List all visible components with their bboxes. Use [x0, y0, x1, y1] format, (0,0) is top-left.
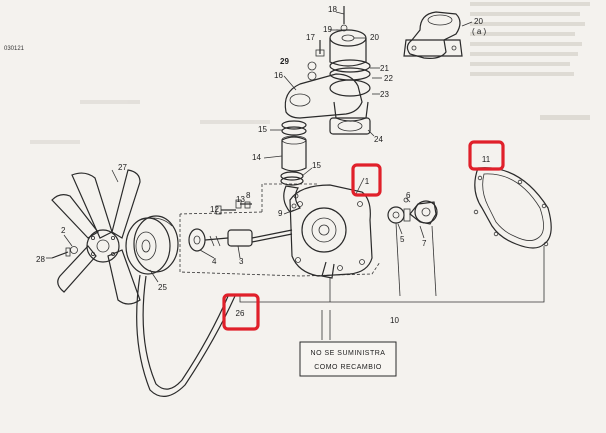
part-label-28: 28: [36, 255, 45, 264]
leader-lines: [46, 11, 473, 340]
part-label-9: 9: [278, 209, 283, 218]
thermostat-housing: [284, 6, 371, 135]
part-label-21: 21: [380, 64, 389, 73]
note-line-2: COMO RECAMBIO: [314, 364, 382, 371]
drawing-code: 030121: [4, 46, 25, 52]
part-label-6: 6: [406, 191, 411, 200]
outlet-elbow-variant: [403, 11, 463, 59]
part-label-13: 13: [236, 195, 245, 204]
part-labels: 1 2 3 4 5 6 7 8 9 10 11 12 13 14 15 15 1…: [36, 5, 491, 325]
part-label-1: 1: [365, 177, 370, 186]
part-label-26: 26: [236, 309, 245, 318]
highlight-box-part-26: [222, 293, 260, 331]
part-label-27: 27: [118, 163, 127, 172]
highlight-boxes: [222, 140, 505, 331]
water-pump-body: [289, 184, 373, 279]
fan-bolt-and-washer: [51, 246, 78, 259]
note-box: NO SE SUMINISTRA COMO RECAMBIO: [299, 341, 397, 377]
part-label-19: 19: [323, 25, 332, 34]
part-label-5: 5: [400, 235, 405, 244]
fan-pulley: [125, 215, 179, 275]
callout-bracket-10: [239, 246, 545, 303]
part-label-22: 22: [384, 74, 393, 83]
highlight-box-part-11: [468, 140, 505, 171]
assembly-boundary: [179, 183, 381, 277]
pump-gasket: [473, 167, 552, 249]
part-label-15-top: 15: [258, 125, 267, 134]
part-label-20-variant: 20: [474, 17, 483, 26]
impeller-and-seal: [387, 197, 438, 297]
fan-blade-assembly: [51, 169, 141, 305]
part-label-14: 14: [252, 153, 261, 162]
part-label-10: 10: [390, 316, 399, 325]
part-label-24: 24: [374, 135, 383, 144]
part-label-15-bottom: 15: [312, 161, 321, 170]
part-label-4: 4: [212, 257, 217, 266]
part-label-11: 11: [482, 155, 491, 164]
part-label-12: 12: [210, 205, 219, 214]
part-label-7: 7: [422, 239, 427, 248]
part-label-23: 23: [380, 90, 389, 99]
part-label-2: 2: [61, 226, 66, 235]
hub-and-shaft: [188, 228, 293, 252]
bypass-hose-and-clamps: [280, 120, 307, 213]
part-label-16: 16: [274, 71, 283, 80]
highlight-box-part-1: [351, 163, 382, 197]
mounting-bolts: [215, 199, 252, 215]
part-label-18: 18: [328, 5, 337, 14]
bleed-through-text: [30, 2, 590, 144]
v-belt: [136, 274, 236, 397]
part-label-17: 17: [306, 33, 315, 42]
part-label-25: 25: [158, 283, 167, 292]
part-label-29: 29: [280, 57, 289, 66]
part-label-20-variant-note: ( a ): [472, 27, 487, 36]
part-label-3: 3: [239, 257, 244, 266]
part-label-20: 20: [370, 33, 379, 42]
part-label-8: 8: [246, 191, 251, 200]
note-line-1: NO SE SUMINISTRA: [311, 350, 386, 357]
